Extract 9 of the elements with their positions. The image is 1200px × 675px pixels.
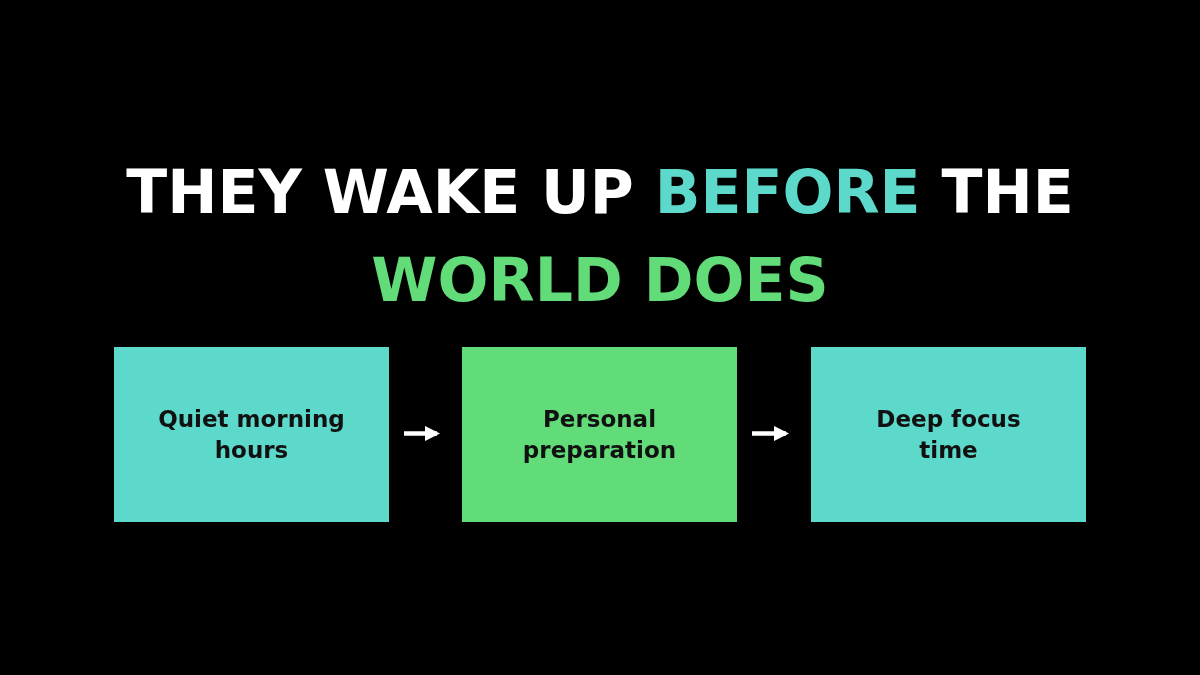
process-box <box>114 347 389 522</box>
arrow <box>404 425 441 442</box>
box-label: Personal preparation <box>521 404 678 465</box>
box-label: Deep focus time <box>875 404 1022 465</box>
process-box <box>462 347 737 522</box>
process-box <box>811 347 1086 522</box>
arrow <box>752 425 790 442</box>
title: THEY WAKE UP BEFORE THE WORLD DOES <box>125 156 1075 317</box>
box-label: Quiet morning hours <box>157 404 346 465</box>
